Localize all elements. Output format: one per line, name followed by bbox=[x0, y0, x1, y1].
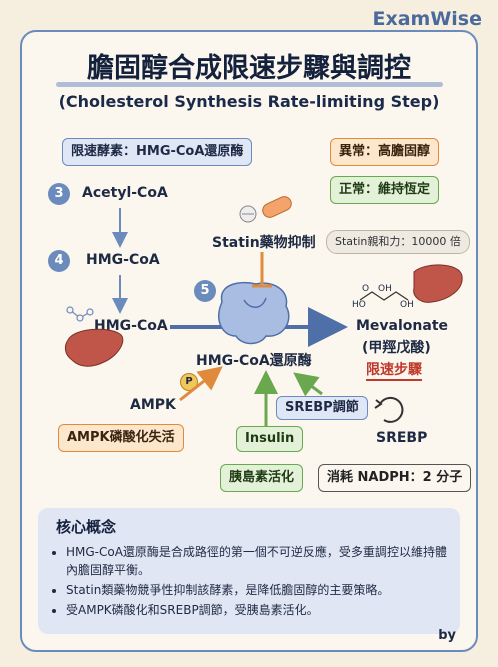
liver-icon-left bbox=[64, 328, 124, 367]
footer-by: by bbox=[438, 628, 456, 643]
mevalonate-label: Mevalonate bbox=[356, 318, 449, 334]
liver-icon-right bbox=[413, 264, 463, 303]
concept-point: 受AMPK磷酸化和SREBP調節，受胰島素活化。 bbox=[66, 601, 448, 619]
abnormal-box: 異常：高膽固醇 bbox=[330, 138, 440, 166]
mol-oh-1: OH bbox=[378, 284, 392, 294]
ampk-label: AMPK bbox=[130, 397, 176, 413]
title-underline bbox=[56, 82, 443, 87]
page-subtitle: (Cholesterol Synthesis Rate-limiting Ste… bbox=[58, 92, 440, 111]
statin-affinity-box: Statin親和力：10000 倍 bbox=[326, 230, 470, 254]
ampk-inactivation-box: AMPK磷酸化失活 bbox=[58, 424, 184, 452]
page-title: 膽固醇合成限速步驟與調控 bbox=[87, 53, 411, 84]
srebp-regulation-box: SREBP調節 bbox=[276, 396, 368, 420]
hmg-coa-label-2: HMG-CoA bbox=[94, 318, 168, 334]
brand-logo: ExamWise bbox=[372, 8, 482, 30]
concept-point: HMG-CoA還原酶是合成路徑的第一個不可逆反應，受多重調控以維持體內膽固醇平衡… bbox=[66, 543, 448, 579]
ampk-arrow bbox=[179, 366, 223, 402]
enzyme-label: HMG-CoA還原酶 bbox=[196, 353, 312, 369]
step-4-badge: 4 bbox=[48, 250, 70, 272]
molecule-icon-left bbox=[66, 306, 94, 322]
insulin-activation-box: 胰島素活化 bbox=[220, 464, 304, 492]
normal-box: 正常：維持恆定 bbox=[330, 176, 440, 204]
step-5-badge: 5 bbox=[194, 280, 216, 302]
pill-icon bbox=[239, 196, 292, 223]
phosphate-badge: P bbox=[180, 373, 198, 391]
hmg-coa-label-1: HMG-CoA bbox=[86, 252, 160, 268]
statin-label: Statin藥物抑制 bbox=[212, 235, 316, 251]
enzyme-icon bbox=[218, 281, 290, 345]
insulin-box: Insulin bbox=[236, 426, 304, 452]
rate-enzyme-box: 限速酵素：HMG-CoA還原酶 bbox=[62, 138, 253, 166]
mol-ho: HO bbox=[352, 300, 366, 310]
acetyl-coa-label: Acetyl-CoA bbox=[82, 185, 168, 201]
rate-step-label: 限速步驟 bbox=[366, 359, 422, 381]
concept-point: Statin類藥物競爭性抑制該酵素，是降低膽固醇的主要策略。 bbox=[66, 581, 448, 599]
step-3-badge: 3 bbox=[48, 183, 70, 205]
srebp-arrow bbox=[293, 372, 323, 397]
core-concept-heading: 核心概念 bbox=[56, 518, 117, 536]
cycle-icon bbox=[374, 396, 404, 423]
mol-o: O bbox=[362, 284, 370, 294]
mevalonate-cn-label: (甲羥戊酸) bbox=[362, 340, 431, 356]
srebp-label: SREBP bbox=[376, 430, 428, 446]
mevalonate-structure bbox=[359, 291, 409, 301]
core-concept-panel: 核心概念 HMG-CoA還原酶是合成路徑的第一個不可逆反應，受多重調控以維持體內… bbox=[38, 508, 460, 634]
nadph-box: 消耗 NADPH：2 分子 bbox=[318, 464, 472, 492]
mol-oh-2: OH bbox=[400, 300, 414, 310]
